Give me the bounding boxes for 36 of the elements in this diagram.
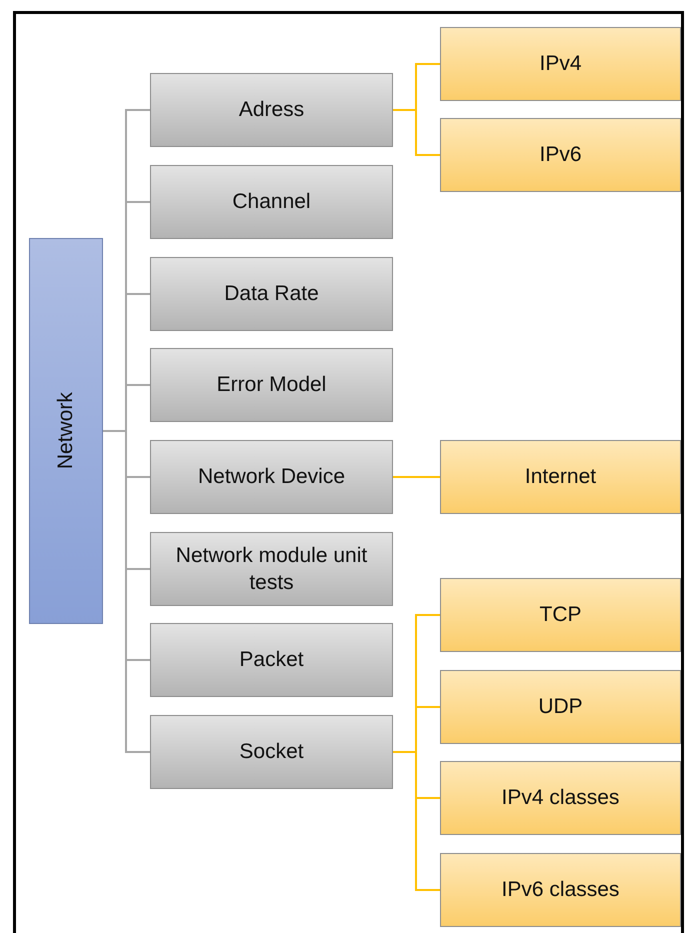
node-label: IPv6 classes: [502, 877, 620, 904]
node-label: Channel: [232, 189, 311, 216]
category-box: [440, 27, 681, 101]
node-label: Data Rate: [224, 281, 319, 308]
node-label: Network: [53, 392, 78, 470]
node-label: Socket: [239, 739, 304, 766]
category-box: [150, 348, 393, 422]
category-box: [150, 440, 393, 514]
connector-line: [393, 109, 440, 156]
node-label: Network Device: [198, 464, 346, 490]
node-label: IPv6: [539, 142, 582, 168]
category-box: [150, 715, 393, 789]
category-box: [150, 73, 393, 147]
node-label: UDP: [538, 694, 583, 720]
category-box: [440, 578, 681, 652]
category-box: [150, 623, 393, 697]
category-box: [150, 532, 393, 606]
category-box: [440, 440, 681, 514]
category-box: [150, 165, 393, 239]
node-label: Error Model: [216, 372, 326, 398]
root-box: [29, 238, 103, 624]
node-label: IPv4: [539, 51, 582, 78]
connector-line: [103, 430, 150, 753]
category-box: [440, 853, 681, 927]
node-label: Adress: [238, 97, 304, 124]
category-box: [440, 670, 681, 744]
category-box: [440, 118, 681, 192]
connector-line: [393, 476, 440, 478]
category-box: [440, 761, 681, 835]
node-label: IPv4 classes: [502, 785, 620, 812]
category-box: [150, 257, 393, 331]
node-label: Packet: [239, 647, 304, 674]
connector-line: [393, 751, 440, 891]
node-label: TCP: [540, 602, 582, 628]
node-label: Internet: [524, 464, 596, 490]
node-label: Network module unit tests: [174, 542, 368, 596]
